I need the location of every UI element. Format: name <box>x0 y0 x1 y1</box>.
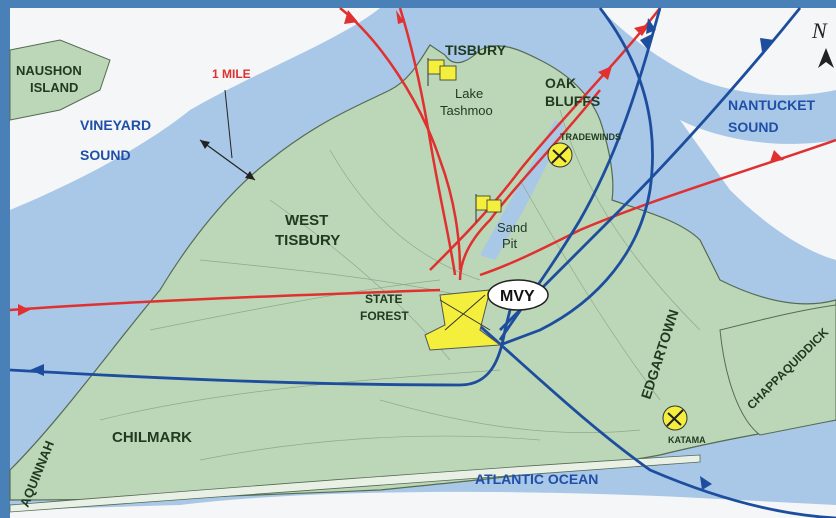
label-oak-bluffs-1: OAK <box>545 75 576 91</box>
label-vineyard-sound-1: VINEYARD <box>80 117 151 133</box>
red-routes <box>9 7 836 312</box>
label-vineyard-sound-2: SOUND <box>80 147 131 163</box>
red-route-north-1 <box>339 7 462 271</box>
heliport-flag-icon <box>427 58 457 86</box>
buffer-white-east <box>680 120 836 260</box>
south-beach <box>9 454 701 513</box>
buffer-white-north <box>600 8 836 96</box>
blue-route-north <box>499 7 654 347</box>
label-lake-2: Tashmoo <box>440 103 493 118</box>
label-state-forest-1: STATE <box>365 292 403 306</box>
label-tradewinds: TRADEWINDS <box>560 132 621 142</box>
road-network <box>99 109 701 461</box>
airfield-plane-icon <box>662 405 688 431</box>
mvy-badge <box>487 279 549 311</box>
compass-north-letter: N <box>811 18 828 43</box>
marthas-vineyard-land <box>9 44 836 501</box>
heliport-flag-icon <box>475 194 502 222</box>
label-sand-pit-2: Pit <box>502 236 518 251</box>
label-chilmark: CHILMARK <box>112 429 192 446</box>
label-oak-bluffs-2: BLUFFS <box>545 93 600 109</box>
red-route-ne-1 <box>429 7 661 271</box>
red-arrow-west <box>18 304 30 316</box>
label-sand-pit-1: Sand <box>497 220 527 235</box>
airport-runway-icon <box>424 289 502 351</box>
red-route-west <box>9 288 441 312</box>
one-mile-indicator <box>199 89 256 181</box>
airfield-plane-icon <box>547 142 573 168</box>
label-naushon-2: ISLAND <box>30 80 78 95</box>
compass-arrow-icon <box>818 48 834 68</box>
red-arrow-north-1 <box>344 10 358 24</box>
label-naushon-1: NAUSHON <box>16 63 82 78</box>
red-route-north-2 <box>398 7 457 276</box>
chappaquiddick-land <box>719 304 836 436</box>
label-tisbury: TISBURY <box>445 42 507 58</box>
label-west-tisbury-1: WEST <box>285 212 328 229</box>
red-route-east <box>479 138 836 277</box>
buffer-white-south <box>10 491 836 518</box>
label-katama: KATAMA <box>668 435 706 445</box>
label-one-mile: 1 MILE <box>212 67 251 81</box>
blue-route-west <box>9 309 512 387</box>
red-route-arrows <box>18 10 784 316</box>
label-lake-1: Lake <box>455 86 483 101</box>
label-nantucket-sound-1: NANTUCKET <box>728 97 816 113</box>
blue-route-arrows <box>30 18 774 490</box>
naushon-island-land <box>9 39 111 121</box>
label-nantucket-sound-2: SOUND <box>728 119 779 135</box>
label-state-forest-2: FOREST <box>360 309 409 323</box>
label-mvy: MVY <box>500 288 535 305</box>
label-west-tisbury-2: TISBURY <box>275 232 340 249</box>
blue-route-south <box>449 298 836 518</box>
label-atlantic-ocean: ATLANTIC OCEAN <box>475 471 598 487</box>
